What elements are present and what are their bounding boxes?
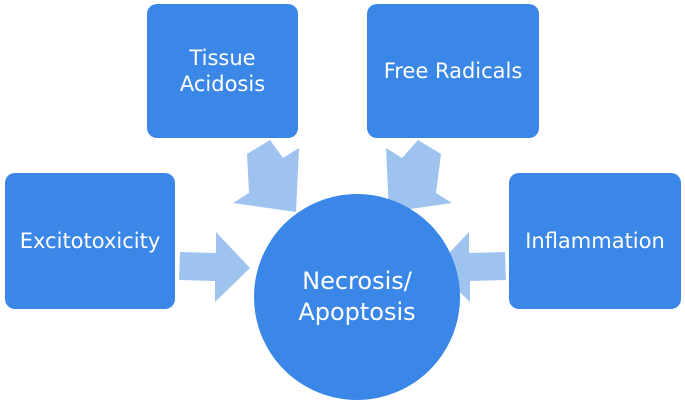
center-label: Necrosis/ Apoptosis xyxy=(298,266,416,326)
node-inflammation: Inflammation xyxy=(509,173,681,309)
node-label: Tissue Acidosis xyxy=(179,45,266,96)
node-label: Free Radicals xyxy=(383,58,523,83)
node-label: Inflammation xyxy=(525,228,665,253)
node-free-radicals: Free Radicals xyxy=(367,4,539,138)
arrow-free-radicals xyxy=(386,140,452,212)
node-label: Excitotoxicity xyxy=(19,228,161,253)
center-node-necrosis-apoptosis: Necrosis/ Apoptosis xyxy=(254,194,460,400)
arrow-tissue-acidosis xyxy=(233,140,299,212)
arrow-excitotoxicity xyxy=(179,232,250,302)
node-excitotoxicity: Excitotoxicity xyxy=(5,173,175,309)
node-tissue-acidosis: Tissue Acidosis xyxy=(147,4,298,138)
